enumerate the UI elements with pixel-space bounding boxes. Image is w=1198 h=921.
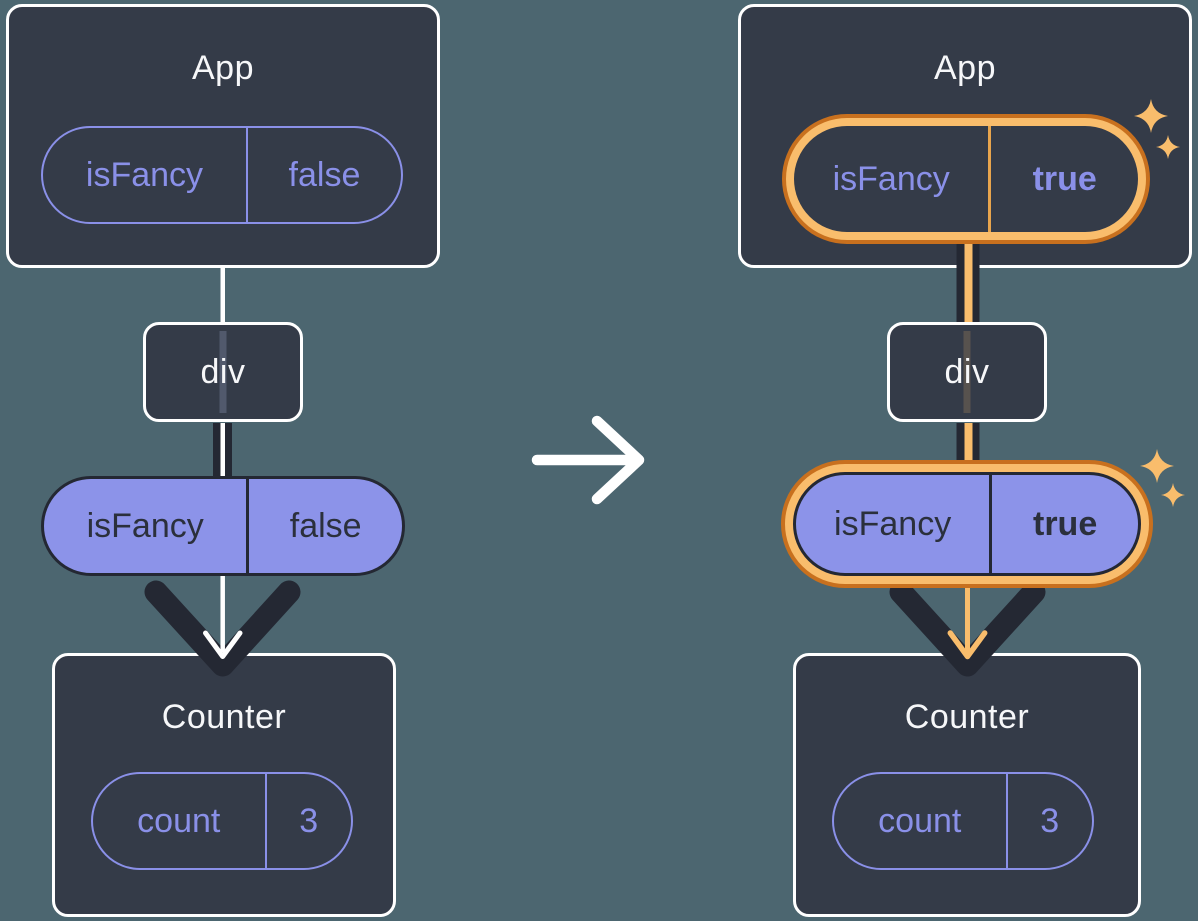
component-title: Counter xyxy=(904,698,1030,736)
prop-value: true xyxy=(1033,504,1098,543)
pass-through-stripe xyxy=(963,331,971,413)
div-component-card: div xyxy=(887,322,1047,422)
prop-value: true xyxy=(1032,159,1097,198)
pass-through-stripe xyxy=(219,331,227,413)
sparkle-icon xyxy=(1140,449,1174,483)
component-title: div xyxy=(200,352,246,391)
connector-div-pill-core xyxy=(220,423,225,477)
component-title: div xyxy=(944,352,990,391)
right-arrow-icon xyxy=(531,415,645,505)
highlight-ring: isFancy true xyxy=(781,460,1153,588)
prop-name: isFancy xyxy=(43,128,248,222)
passed-prop-pill: isFancy false xyxy=(41,476,405,576)
prop-value: false xyxy=(288,155,361,194)
sparkle-icon xyxy=(1161,483,1185,507)
connector-app-div xyxy=(220,265,225,323)
state-pill: count 3 xyxy=(832,772,1094,870)
component-title: App xyxy=(934,49,996,87)
state-value: 3 xyxy=(1040,801,1060,840)
prop-pill: isFancy false xyxy=(41,126,403,224)
state-pill: count 3 xyxy=(91,772,353,870)
component-title: Counter xyxy=(161,698,287,736)
state-name: count xyxy=(93,774,267,868)
state-name: count xyxy=(834,774,1008,868)
connector-div-pill-outer xyxy=(213,423,232,477)
div-component-card: div xyxy=(143,322,303,422)
component-title: App xyxy=(192,49,254,87)
passed-prop-pill: isFancy true xyxy=(793,472,1141,576)
prop-value: false xyxy=(289,506,362,545)
prop-name: isFancy xyxy=(796,475,993,573)
state-value: 3 xyxy=(299,801,319,840)
highlight-ring: isFancy true xyxy=(782,114,1150,244)
prop-name: isFancy xyxy=(794,126,992,232)
prop-name: isFancy xyxy=(44,479,250,573)
prop-pill: isFancy true xyxy=(794,126,1138,232)
